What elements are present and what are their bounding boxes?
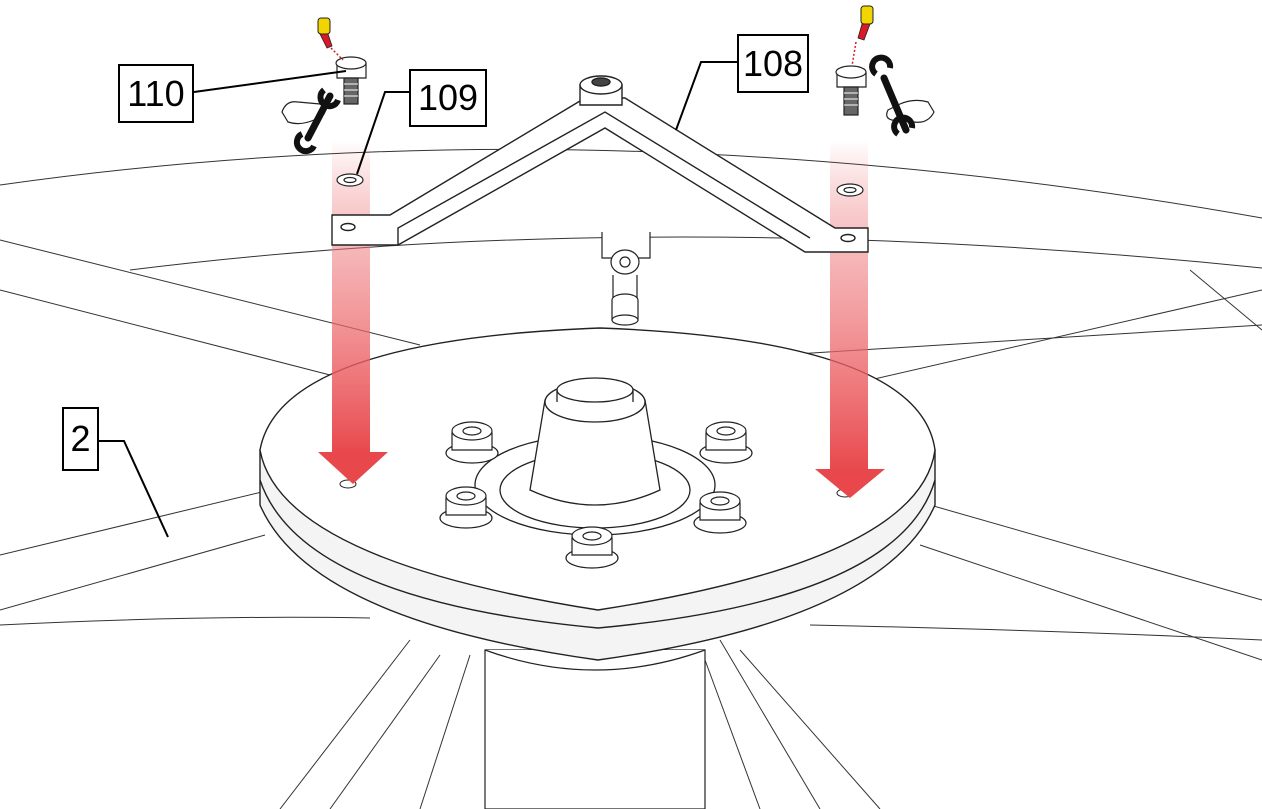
callout-108: 108: [737, 34, 809, 93]
wrench-hand-icon: [281, 87, 341, 155]
bolt-icon: [335, 56, 367, 105]
insert-arrow-left: [318, 140, 388, 484]
washer-icon: [336, 173, 364, 187]
nut-icon: [693, 491, 747, 534]
nut-icon: [445, 421, 499, 464]
bolt-icon: [835, 65, 867, 116]
bracket-108: [331, 75, 869, 253]
wrench-hand-icon: [869, 54, 935, 137]
callout-109: 109: [409, 69, 487, 127]
disc-hub: [474, 377, 716, 536]
callout-110: 110: [118, 64, 194, 123]
agitator-linkage: [601, 232, 651, 326]
nut-icon: [565, 526, 619, 569]
threadlocker-bottle-icon: [851, 5, 874, 67]
rotor-shaft: [484, 649, 706, 809]
threadlocker-bottle-icon: [317, 17, 344, 61]
nut-icon: [699, 421, 753, 464]
washer-icon: [836, 183, 864, 197]
leader-lines: [99, 61, 737, 538]
callout-2: 2: [62, 407, 99, 471]
hub-nuts: [439, 421, 753, 569]
nut-icon: [439, 486, 493, 529]
